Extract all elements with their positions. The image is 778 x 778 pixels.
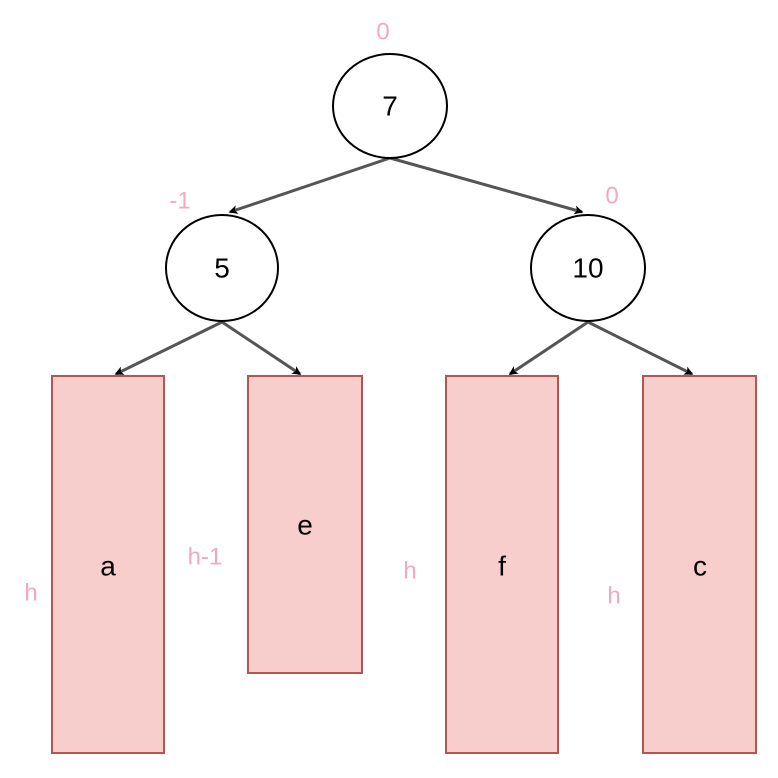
node-label: 5 [214, 253, 230, 284]
height-label-e: h-1 [188, 544, 223, 571]
subtree-box [642, 375, 757, 754]
height-label-f: h [403, 558, 416, 585]
subtree-a: a [51, 375, 165, 754]
subtree-c: c [642, 375, 757, 754]
node-circle [165, 214, 279, 322]
edge-root-to-right [389, 156, 584, 215]
subtree-e: e [247, 375, 363, 674]
height-label-c: h [607, 583, 620, 610]
edge-right-to-subtree-c [587, 320, 694, 376]
node-label: 10 [572, 253, 603, 284]
subtree-label: c [693, 551, 707, 582]
balance-factor-root: 0 [376, 19, 389, 46]
tree-node-root: 7 [332, 53, 448, 159]
balance-factor-right: 0 [605, 183, 618, 210]
edges [114, 156, 694, 376]
subtree-box [51, 375, 165, 754]
subtree-label: a [100, 551, 116, 582]
subtree-f: f [445, 375, 559, 754]
subtree-box [445, 375, 559, 754]
edge-left-to-subtree-e [221, 320, 302, 376]
tree-node-left: 5 [165, 214, 279, 322]
node-circle [530, 214, 646, 322]
subtree-label: f [498, 551, 506, 582]
subtree-box [247, 375, 363, 674]
edge-right-to-subtree-f [508, 320, 589, 376]
tree-node-right: 10 [530, 214, 646, 322]
node-circle [332, 53, 448, 159]
node-label: 7 [382, 91, 398, 122]
edge-left-to-subtree-a [114, 320, 223, 376]
edge-root-to-left [228, 156, 391, 214]
subtree-label: e [297, 510, 313, 541]
height-label-a: h [24, 580, 37, 607]
balance-factor-left: -1 [169, 188, 190, 215]
